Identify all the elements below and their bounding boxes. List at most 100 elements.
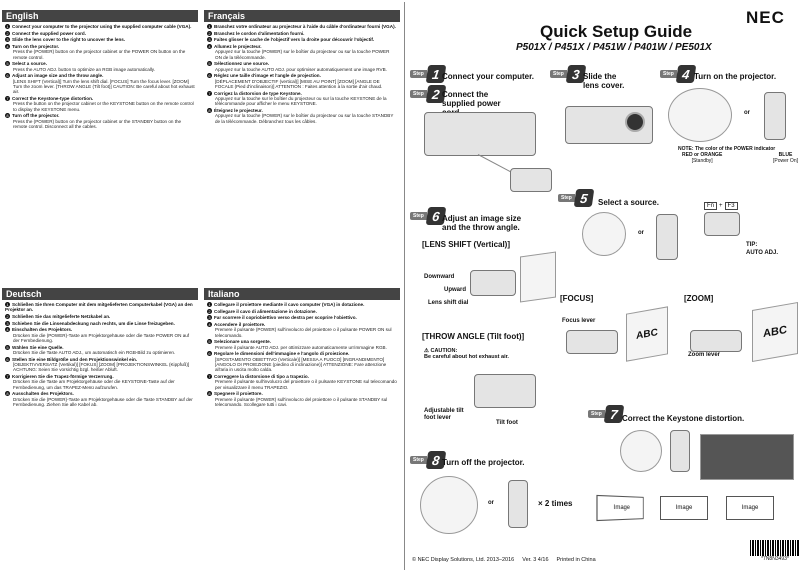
step-number: 6 [5, 356, 10, 362]
step-text: Select a source. [12, 61, 47, 67]
step-number: 5 [207, 339, 212, 345]
times-label: × 2 times [538, 499, 573, 508]
step-detail: Premere il pulsante AUTO ADJ. per ottimi… [215, 344, 387, 350]
red-orange-label: RED or ORANGE [682, 152, 723, 158]
remote-illustration [508, 480, 528, 528]
focus-screen: ABC [626, 306, 668, 362]
step-detail: Premere il pulsante (POWER) sull'involuc… [215, 327, 392, 338]
step-number: 8 [5, 391, 10, 397]
column-title: Deutsch [2, 288, 198, 300]
step-detail: Appuyez sur la touche AUTO ADJ. pour opt… [215, 66, 387, 72]
step-label: Step [660, 70, 677, 78]
step-text: Turn on the projector. [12, 43, 60, 49]
step-detail: Drücken Sie die (POWER)-Taste am Projekt… [13, 332, 190, 343]
step-label: Step [550, 70, 567, 78]
step-text: Slide the lens cover to the right to unc… [12, 37, 126, 43]
laptop-illustration [704, 212, 740, 236]
step-text: Branchez le cordon d'alimentation fourni… [214, 30, 305, 36]
step-number: 5 [207, 61, 212, 67]
remote-illustration [670, 430, 690, 472]
step-text: Schieben Sie die Linsenabdeckung nach re… [12, 320, 175, 326]
upward-label: Upward [444, 287, 467, 293]
step-detail: Appuyez sur la touche (POWER) sur le boî… [215, 49, 390, 60]
abc-text: ABC [636, 326, 658, 342]
caution-text: Be careful about hot exhaust air. [424, 354, 509, 360]
step-7-title: Correct the Keystone distortion. [622, 414, 745, 423]
image-label: Image [613, 504, 630, 512]
step-number: 3 [207, 37, 212, 43]
standby-label: [Standby] [691, 158, 713, 164]
keystone-image-after: Image [726, 496, 774, 520]
laptop-illustration [510, 168, 552, 192]
step-number: 1 [207, 24, 212, 29]
step-number: 5 [5, 61, 10, 67]
step-detail: [LENS SHIFT (Vertical)] Turn the lens sh… [13, 78, 195, 95]
abc-text: ABC [763, 323, 787, 341]
zoom-heading: [ZOOM] [684, 294, 714, 303]
step-number: 4 [5, 327, 10, 333]
or-label: or [744, 110, 750, 116]
source-button-illustration [582, 212, 626, 256]
step-detail: Appuyez sur la touche (POWER) sur le boî… [215, 113, 394, 124]
step-text: Corrigez la distorsion de type Keystone. [214, 90, 302, 96]
power-note: NOTE: The color of the POWER indicator R… [678, 146, 802, 164]
step-text: Correct the Keystone-type distortion. [12, 96, 94, 101]
step-detail: [DÉPLACEMENT D'OBJECTIF (vertical)] [MIS… [215, 78, 383, 89]
power-on-label: [Power On] [772, 158, 798, 164]
focus-heading: [FOCUS] [560, 294, 594, 303]
caution-box: ⚠ CAUTION: Be careful about hot exhaust … [424, 348, 509, 360]
step-text: Adjust an image size and the throw angle… [12, 73, 104, 79]
step-5-title: Select a source. [598, 198, 659, 207]
step-detail: Premere il pulsante (POWER) sull'involuc… [215, 396, 388, 408]
step-detail: Drücken Sie die Taste AUTO ADJ., um auto… [13, 350, 176, 355]
copyright: © NEC Display Solutions, Ltd. 2013–2016 [412, 557, 515, 563]
remote-illustration [656, 214, 678, 260]
step-text: Connect the supplied power cord. [12, 30, 87, 36]
step-detail: Press the AUTO ADJ. button to optimize a… [13, 66, 156, 72]
step-number: 2 [207, 308, 212, 314]
step-number: 7 [207, 374, 212, 379]
page-divider [404, 2, 405, 570]
screen-illustration [520, 251, 556, 303]
part-number: *7N8N3493* [761, 556, 789, 562]
zoom-projector-illustration [690, 330, 742, 352]
blue-label: BLUE [778, 152, 793, 158]
step-number: 8 [207, 108, 212, 113]
step-text: Ausschalten des Projektors. [12, 391, 74, 397]
tip-label: TIP: [746, 242, 758, 248]
throw-angle-heading: [THROW ANGLE (Tilt foot)] [422, 332, 525, 341]
lens-shift-illustration [470, 270, 516, 296]
step-text: Correggere la distorsione di tipo a trap… [214, 374, 309, 379]
zoom-screen: ABC [752, 301, 798, 363]
step-number: 2 [207, 30, 212, 36]
zoom-lever-label: Zoom lever [688, 352, 721, 358]
step-text: Spegnere il proiettore. [214, 391, 263, 397]
version: Ver. 3 4/16 [522, 557, 549, 563]
step-detail: Premere il pulsante sull'involucro del p… [215, 379, 397, 390]
step-6-title: Adjust an image size and the throw angle… [442, 214, 522, 232]
step-label: Step [410, 212, 427, 220]
step-number: 8 [5, 113, 10, 119]
